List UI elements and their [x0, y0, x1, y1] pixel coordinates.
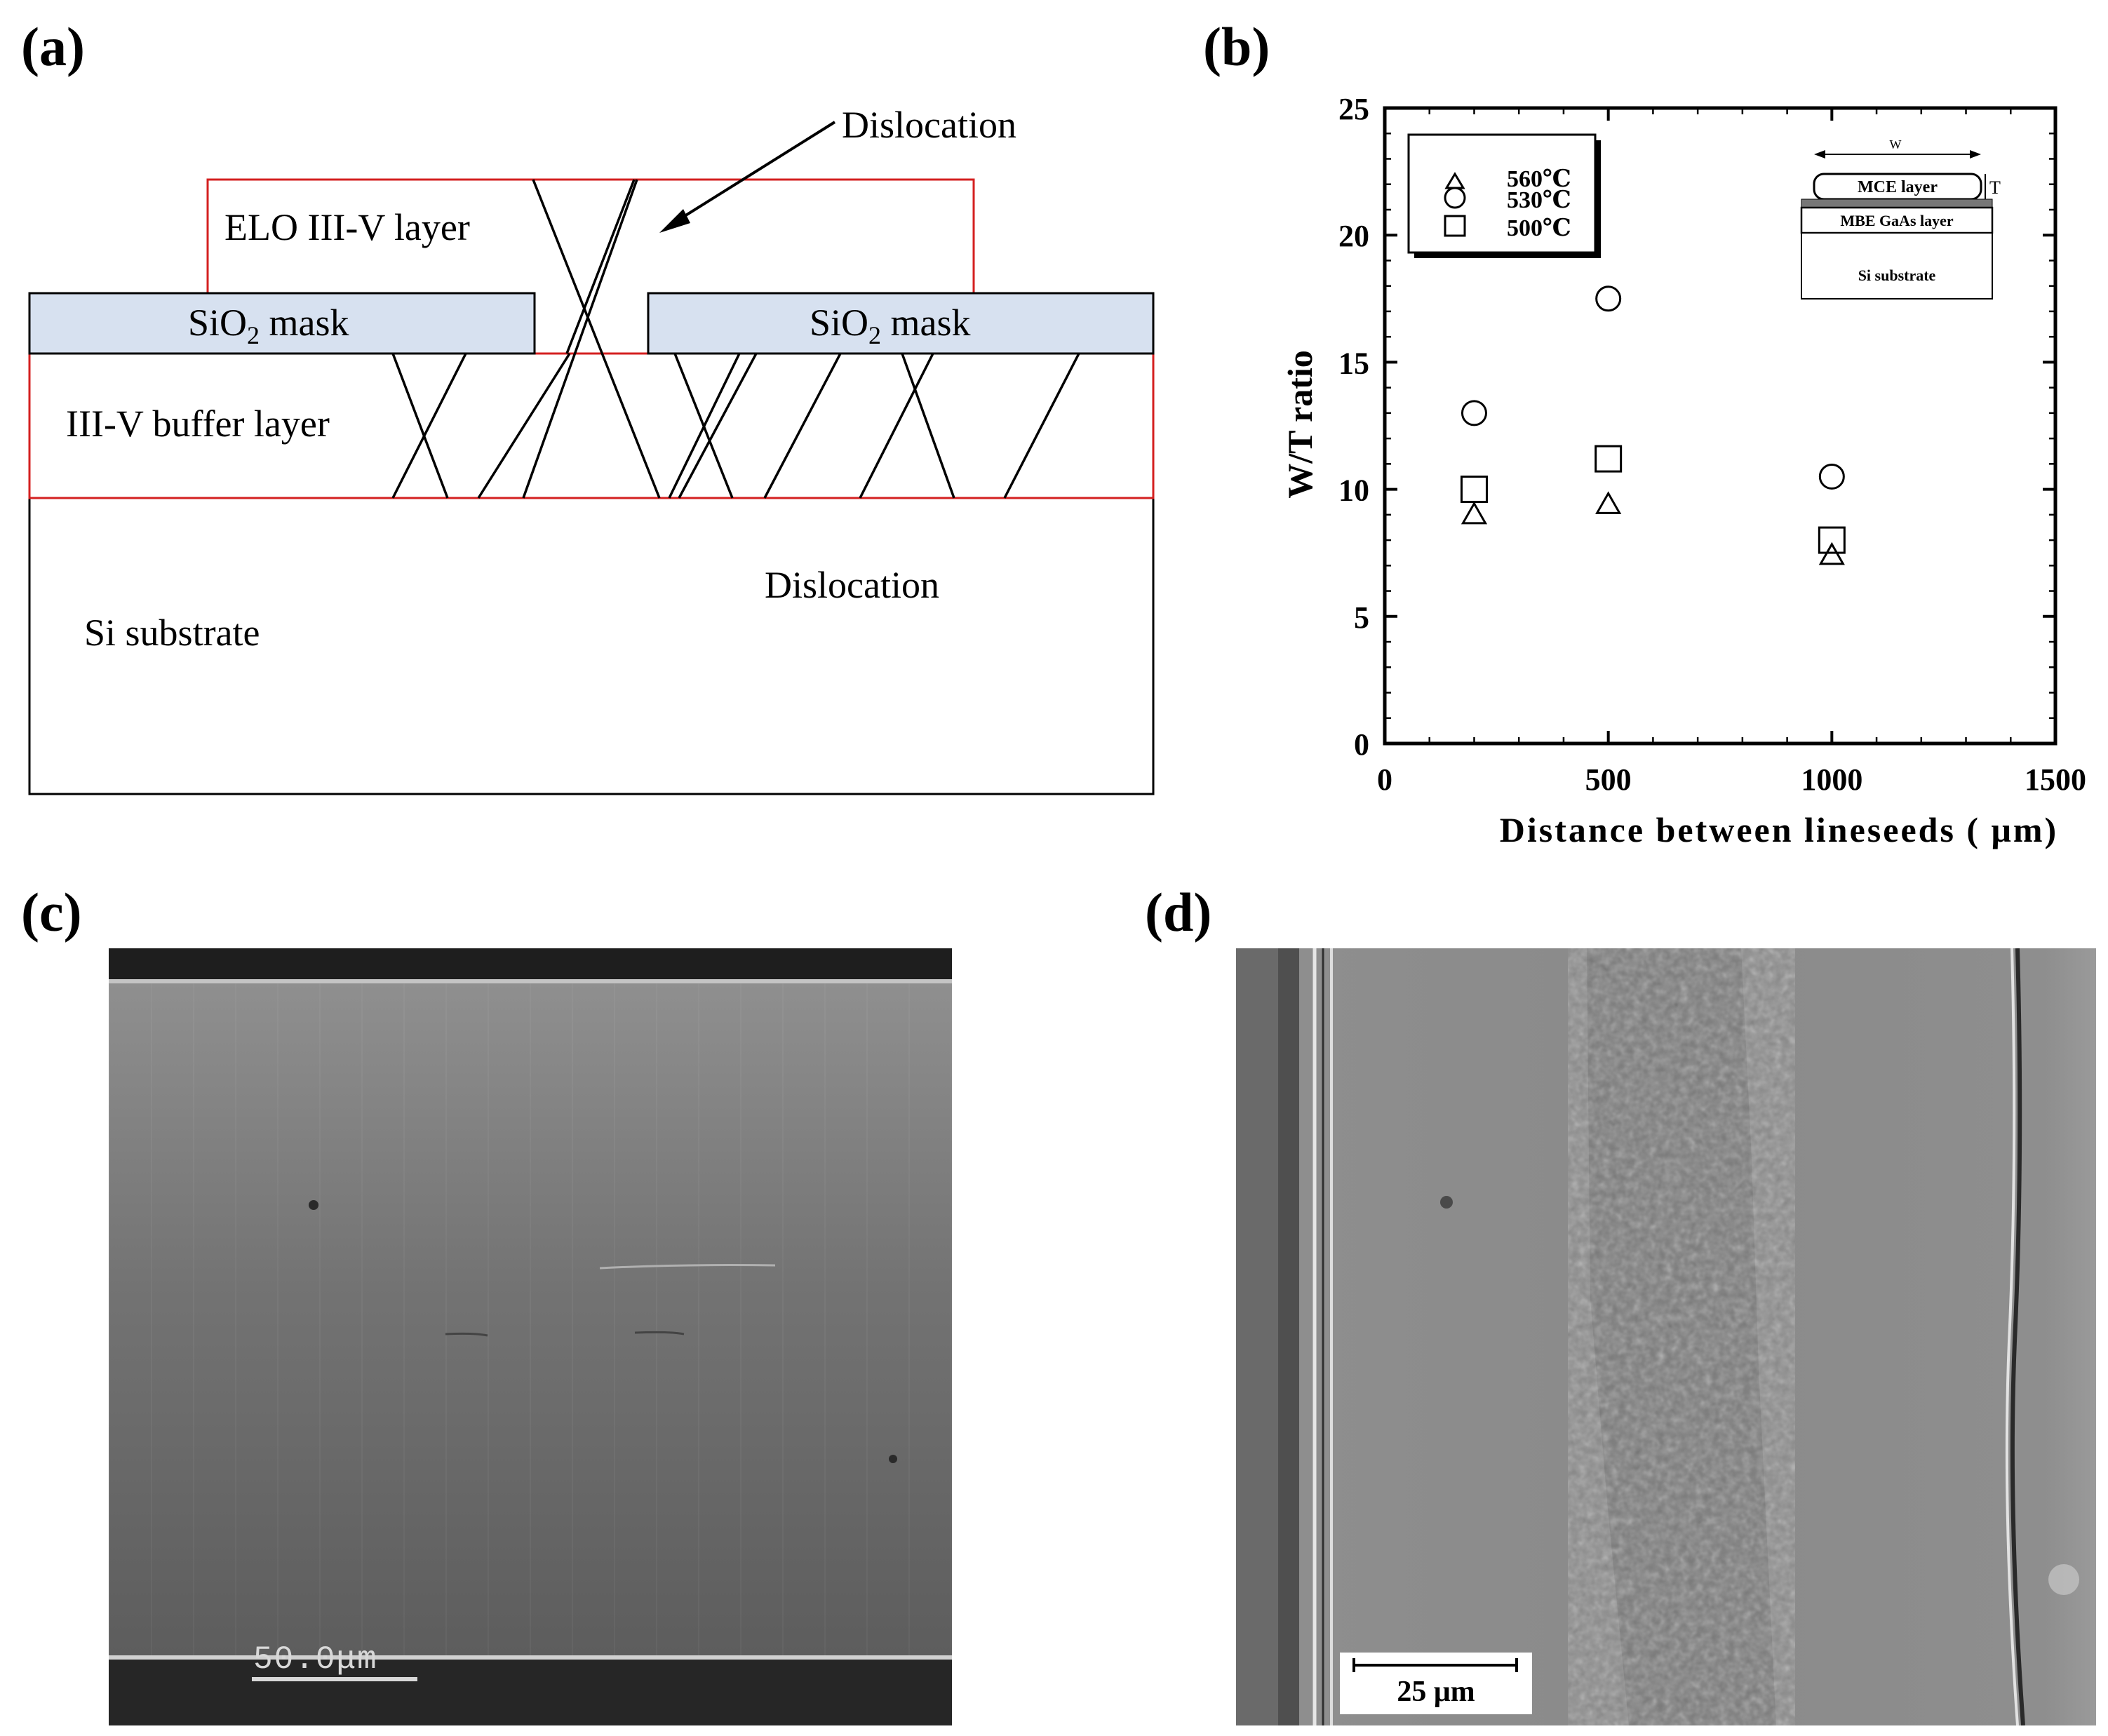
legend-label-560: 560℃	[1507, 166, 1571, 192]
diagram-a: Dislocation ELO III-V layer SiO2 mask Si…	[28, 104, 1155, 795]
sio2-mask-right	[647, 292, 1155, 355]
scale-bar-c: 50.0μm	[253, 1641, 378, 1678]
panel-label-a: (a)	[21, 16, 85, 77]
label-mask-left: SiO2 mask	[188, 302, 349, 349]
y-tick-label: 0	[1354, 727, 1369, 762]
legend: 560℃ 530℃ 500℃	[1407, 133, 1601, 258]
x-tick-label: 500	[1585, 762, 1632, 797]
legend-square-marker	[1444, 215, 1466, 237]
si-substrate	[28, 497, 1155, 795]
scale-bar-d: 25 μm	[1397, 1676, 1475, 1708]
inset-si-label: Si substrate	[1858, 267, 1936, 284]
inset-mce-label: MCE layer	[1858, 178, 1938, 196]
data-point-triangle	[1595, 491, 1622, 514]
x-axis-label: Distance between lineseeds ( μm)	[1500, 810, 2058, 849]
x-tick-label: 1500	[2025, 762, 2086, 797]
chart-b: 0 5 10 15 20 25 0 500 1000 1500 W/T ratio Distanc…	[1280, 92, 2086, 849]
x-tick-label: 1000	[1801, 762, 1862, 797]
label-elo-layer: ELO III-V layer	[224, 206, 470, 248]
micrograph-c: 50.0μm	[109, 948, 952, 1725]
label-dislocation-top: Dislocation	[842, 104, 1016, 146]
legend-label-500: 500℃	[1507, 215, 1571, 241]
y-tick-label: 5	[1354, 600, 1369, 635]
x-tick-label: 0	[1377, 762, 1392, 797]
panel-label-d: (d)	[1145, 882, 1212, 943]
data-point-square	[1818, 526, 1846, 554]
y-tick-label: 10	[1338, 473, 1369, 508]
inset-si-substrate	[1801, 232, 1993, 300]
dislocation-arrow	[659, 121, 836, 233]
y-axis-label: W/T ratio	[1280, 350, 1320, 499]
inset-mbe-layer	[1800, 206, 1994, 234]
data-point-circle	[1818, 463, 1845, 490]
legend-circle-marker	[1444, 187, 1466, 209]
data-point-triangle	[1461, 501, 1488, 525]
inset-thickness-label: T	[1989, 177, 2001, 198]
panel-label-c: (c)	[21, 882, 82, 943]
label-dislocation-mid: Dislocation	[765, 564, 939, 606]
inset-schematic: W MCE layer T MBE GaAs layer Si substrat…	[1800, 137, 2001, 300]
inset-width-label: W	[1890, 137, 1902, 152]
dislocation-lines	[391, 179, 1080, 499]
label-si-substrate: Si substrate	[84, 612, 260, 654]
data-point-triangle	[1818, 541, 1845, 565]
label-mask-right: SiO2 mask	[810, 302, 971, 349]
legend-label-530: 530℃	[1507, 187, 1571, 213]
data-point-circle	[1461, 400, 1487, 426]
y-tick-label: 25	[1338, 92, 1369, 126]
y-tick-label: 20	[1338, 219, 1369, 253]
inset-mbe-label: MBE GaAs layer	[1840, 212, 1954, 229]
micrograph-d: 25 μm	[1236, 948, 2096, 1725]
label-buffer-layer: III-V buffer layer	[66, 403, 330, 445]
y-tick-label: 15	[1338, 346, 1369, 380]
panel-label-b: (b)	[1203, 16, 1270, 77]
sio2-mask-left	[28, 292, 536, 355]
data-point-circle	[1595, 285, 1622, 312]
data-point-square	[1460, 476, 1488, 504]
data-point-square	[1595, 445, 1623, 473]
